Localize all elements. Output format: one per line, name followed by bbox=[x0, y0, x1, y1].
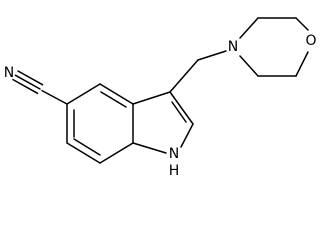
bond-c-n-lower bbox=[239, 55, 259, 77]
methylene-linker bbox=[169, 50, 227, 93]
atom-label-morpholine-n: N bbox=[228, 39, 238, 55]
pyrrole-ring bbox=[132, 91, 194, 154]
atom-label-morpholine-o: O bbox=[305, 33, 316, 49]
benzene-ring bbox=[66, 83, 134, 164]
bond-triple-cn-1 bbox=[14, 74, 41, 90]
bond-c7a-c7 bbox=[99, 142, 134, 164]
bond-c3-ch2 bbox=[169, 59, 199, 93]
bond-triple-cn-2 bbox=[17, 70, 44, 86]
bond-c7-c6 bbox=[66, 142, 101, 164]
bond-c-o-top bbox=[295, 17, 309, 31]
bond-ch2-n bbox=[197, 50, 227, 61]
atom-label-indole-h: H bbox=[169, 163, 180, 179]
bond-c3a-c3 bbox=[132, 91, 171, 105]
bond-inner-c4-c3a bbox=[100, 91, 127, 108]
bond-c5-c4 bbox=[66, 83, 101, 105]
bond-c-c5 bbox=[41, 89, 68, 105]
molecule-structure: N N O N H bbox=[4, 17, 317, 179]
bond-inner-c3-c2 bbox=[171, 101, 187, 123]
bond-inner-c7-c6 bbox=[73, 138, 101, 156]
nitrile-group bbox=[12, 70, 68, 105]
atom-label-indole-n: N bbox=[169, 146, 179, 162]
bond-c4-c3a bbox=[99, 83, 134, 105]
bond-triple-cn-3 bbox=[12, 78, 39, 95]
bond-n-c-upper bbox=[239, 17, 259, 39]
bond-c3-c2 bbox=[169, 91, 194, 125]
bond-n1-c7a bbox=[132, 142, 167, 154]
bond-c2-n1 bbox=[180, 123, 194, 148]
morpholine-ring bbox=[239, 17, 309, 77]
atom-label-nitrile-n: N bbox=[4, 65, 14, 81]
bond-o-c-bottom bbox=[295, 51, 309, 77]
